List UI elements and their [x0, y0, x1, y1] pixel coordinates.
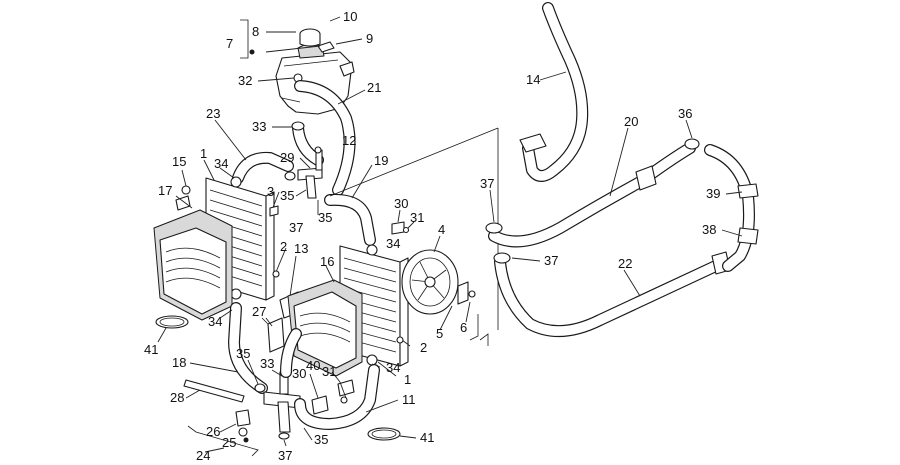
callout-10: 10: [343, 9, 357, 24]
hose-21: [292, 122, 324, 166]
callout-25: 25: [222, 435, 236, 450]
strip-28: [183, 379, 245, 403]
callout-36: 36: [678, 106, 692, 121]
callout-16: 16: [320, 254, 334, 269]
callout-41-right: 41: [420, 430, 434, 445]
callout-33-upper: 33: [252, 119, 266, 134]
callout-31-lower: 31: [322, 364, 336, 379]
callout-41-left: 41: [144, 342, 158, 357]
callout-34-mid: 34: [386, 236, 400, 251]
callout-35-c: 35: [236, 346, 250, 361]
callout-labels: 10 8 9 7 32 21 23 33 12 15 1 34 29 19 17…: [144, 9, 720, 463]
callout-33-lower: 33: [260, 356, 274, 371]
hose-23: [232, 151, 294, 184]
callout-30-lower: 30: [292, 366, 306, 381]
callout-6: 6: [460, 320, 467, 335]
cooling-fan: [401, 249, 469, 315]
callout-8: 8: [252, 24, 259, 39]
hose-20: [488, 142, 696, 248]
bracket-27: [261, 317, 285, 353]
sensor-26: [235, 409, 251, 437]
clamp-41-right: [367, 427, 401, 441]
callout-15: 15: [172, 154, 186, 169]
callout-1-lower: 1: [404, 372, 411, 387]
callout-20: 20: [624, 114, 638, 129]
callout-23: 23: [206, 106, 220, 121]
clamp-36: [684, 138, 700, 150]
callout-31-upper: 31: [410, 210, 424, 225]
callout-39: 39: [706, 186, 720, 201]
callout-2-upper: 2: [280, 239, 287, 254]
callout-22: 22: [618, 256, 632, 271]
clamp-41-left: [155, 315, 189, 329]
callout-7: 7: [226, 36, 233, 51]
callout-37-b: 37: [278, 448, 292, 463]
callout-34-lower: 34: [386, 360, 400, 375]
callout-37-a: 37: [289, 220, 303, 235]
hose-33-lower: [280, 328, 302, 378]
callout-12: 12: [342, 133, 356, 148]
callout-26: 26: [206, 424, 220, 439]
callout-17: 17: [158, 183, 172, 198]
callout-34-left: 34: [208, 314, 222, 329]
callout-19: 19: [374, 153, 388, 168]
hose-19: [324, 193, 376, 246]
grille-left: [153, 195, 233, 321]
callout-37-c: 37: [480, 176, 494, 191]
callout-30-upper: 30: [394, 196, 408, 211]
t-fitting-upper: [284, 146, 323, 199]
callout-29: 29: [280, 150, 294, 165]
callout-18: 18: [172, 355, 186, 370]
hose-18: [228, 302, 268, 394]
callout-35-d: 35: [314, 432, 328, 447]
callout-5: 5: [436, 326, 443, 341]
callout-13: 13: [294, 241, 308, 256]
hose-14: [522, 2, 589, 182]
callout-21: 21: [367, 80, 381, 95]
callout-14: 14: [526, 72, 540, 87]
callout-9: 9: [366, 31, 373, 46]
hose-12: [294, 80, 356, 196]
callout-3: 3: [267, 184, 274, 199]
callout-40: 40: [306, 358, 320, 373]
grille-right: [287, 279, 363, 377]
callout-24: 24: [196, 448, 210, 463]
callout-35-b: 35: [318, 210, 332, 225]
callout-1-upper: 1: [200, 146, 207, 161]
callout-27: 27: [252, 304, 266, 319]
callout-38: 38: [702, 222, 716, 237]
t-fitting-lower: [254, 371, 301, 440]
callout-35-a: 35: [280, 188, 294, 203]
hose-22: [494, 256, 726, 338]
callout-37-d: 37: [544, 253, 558, 268]
callout-34-upper: 34: [214, 156, 228, 171]
hose-39: [704, 144, 755, 272]
hose-11: [294, 364, 380, 430]
callout-11: 11: [402, 392, 416, 407]
callout-2-lower: 2: [420, 340, 427, 355]
callout-4: 4: [438, 222, 445, 237]
callout-32: 32: [238, 73, 252, 88]
callout-28: 28: [170, 390, 184, 405]
